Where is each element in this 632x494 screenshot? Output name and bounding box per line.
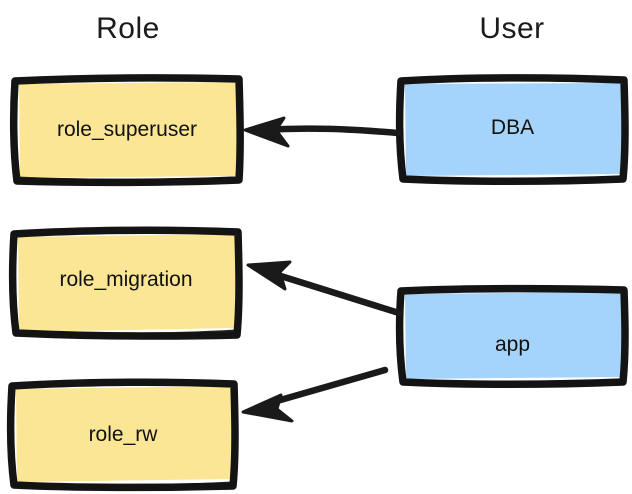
edge-dba-to-role-superuser-line — [258, 125, 402, 137]
node-app-fill — [405, 292, 622, 379]
node-role-rw-border-overdraw — [13, 481, 235, 490]
edge-dba-to-role-superuser — [243, 116, 402, 148]
edge-app-to-role-rw-arrowhead — [241, 393, 294, 423]
column-title-role: Role — [96, 12, 160, 45]
node-role-superuser[interactable] — [9, 74, 244, 187]
column-title-user: User — [479, 12, 545, 45]
node-role-migration-fill — [18, 234, 237, 332]
edge-app-to-role-migration — [246, 260, 403, 317]
edge-app-to-role-rw — [241, 366, 389, 423]
node-role-migration-border — [8, 226, 243, 340]
edge-app-to-role-migration-arrowhead — [246, 260, 292, 291]
node-role-rw-fill — [16, 386, 233, 482]
node-dba-border-overdraw — [401, 175, 625, 184]
node-role-superuser-border-overdraw — [14, 176, 241, 184]
node-role-migration-border-overdraw — [15, 329, 239, 338]
edge-dba-to-role-superuser-arrowhead — [243, 116, 290, 148]
node-role-rw[interactable] — [6, 378, 239, 492]
edge-app-to-role-rw-line — [259, 366, 389, 409]
edge-app-to-role-migration-line — [264, 268, 403, 317]
node-role-migration[interactable] — [8, 226, 243, 340]
node-dba[interactable] — [395, 74, 629, 185]
node-app-border-overdraw — [401, 378, 625, 387]
node-dba-fill — [405, 83, 622, 176]
node-role-superuser-fill — [19, 82, 238, 178]
node-app[interactable] — [395, 284, 629, 388]
